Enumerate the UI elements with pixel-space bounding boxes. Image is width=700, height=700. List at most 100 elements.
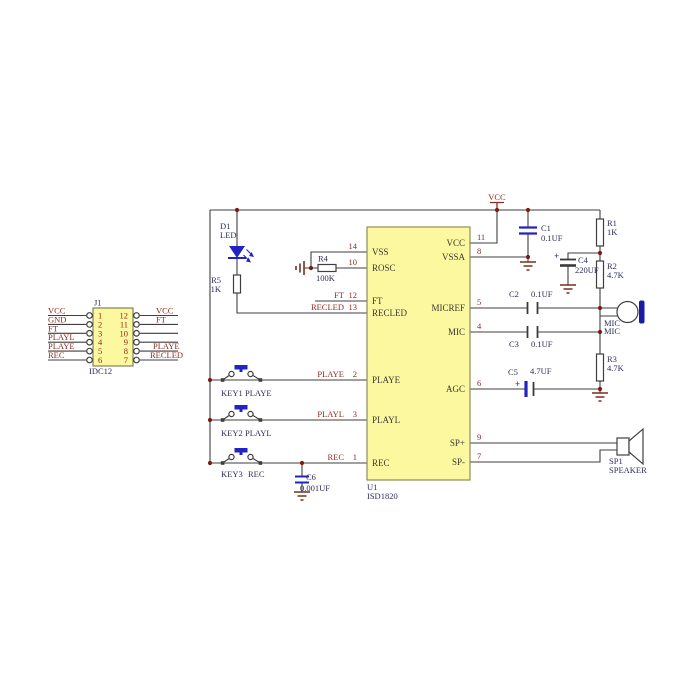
connector-part: IDC12 <box>89 366 112 376</box>
resistor-value: 4.7K <box>607 363 625 373</box>
net-label: RECLED <box>311 302 344 312</box>
led-ref: D1 <box>220 221 230 231</box>
net-label: PLAYE <box>48 341 75 351</box>
button-value: REC <box>248 469 265 479</box>
ic-pin-name: ROSC <box>372 263 396 273</box>
ic-pin-number: 10 <box>349 257 358 267</box>
mic-element <box>639 300 645 324</box>
net-label: PLAYL <box>317 409 344 419</box>
connector-pin-number: 3 <box>98 328 102 338</box>
mic-ref: MIC <box>604 318 620 328</box>
ic-pin-number: 2 <box>353 369 357 379</box>
connector-pin-number: 8 <box>124 346 128 356</box>
capacitor-ref: C5 <box>508 367 518 377</box>
ic-pin-number: 7 <box>477 451 481 461</box>
connector-j1: J1 IDC12 VCC GND FT PLAYL PLAYE REC 1 2 … <box>48 298 183 376</box>
button-ref: KEY2 <box>221 428 243 438</box>
microphone-mic: MIC MIC <box>604 300 645 336</box>
mic-value: MIC <box>604 326 620 336</box>
connector-pins <box>48 312 178 364</box>
resistor-r2: R2 4.7K <box>595 260 625 289</box>
ic-pin-number: 11 <box>477 232 485 242</box>
capacitor-ref: C6 <box>306 472 316 482</box>
button-key1: KEY1 PLAYE <box>220 365 272 398</box>
button-cap <box>234 448 248 453</box>
ic-pin-name: SP- <box>452 457 465 467</box>
ic-pin-number: 6 <box>477 378 481 388</box>
resistor-ref: R4 <box>318 254 329 264</box>
resistor-r3: R3 4.7K <box>595 353 625 382</box>
resistor-ref: R1 <box>607 218 617 228</box>
connector-pin-number: 9 <box>124 337 128 347</box>
net-label: FT <box>334 290 345 300</box>
connector-ref: J1 <box>94 298 102 308</box>
capacitor-c5: + C5 4.7UF <box>508 366 552 397</box>
button-value: PLAYE <box>245 388 272 398</box>
ic-pin-name: VCC <box>446 238 465 248</box>
resistor-ref: R5 <box>211 275 221 285</box>
ic-pin-name: SP+ <box>450 438 465 448</box>
connector-pin-number: 2 <box>98 319 102 329</box>
ground-symbol-r3 <box>592 392 608 402</box>
resistor-value: 100K <box>316 273 336 283</box>
ic-pin-name: VSSA <box>442 252 466 262</box>
junction-dots <box>207 207 603 466</box>
ic-pin-name: MICREF <box>431 303 465 313</box>
button-ref: KEY1 <box>221 388 243 398</box>
net-label: VCC <box>48 306 66 316</box>
connector-pin-number: 4 <box>98 337 103 347</box>
ground-symbol-rosc <box>295 261 305 275</box>
connector-pin-number: 11 <box>120 319 128 329</box>
net-label: GND <box>48 314 66 324</box>
speaker-ref: SP1 <box>609 456 623 466</box>
net-label: VCC <box>156 306 174 316</box>
vcc-label: VCC <box>488 192 506 202</box>
resistor-r5: R5 1K <box>211 274 242 294</box>
ic-body <box>366 226 471 481</box>
capacitor-c2: C2 0.1UF <box>509 289 553 314</box>
ground-symbol-vssa <box>520 261 536 271</box>
connector-pin-number: 1 <box>98 311 102 321</box>
ic-pin-name: AGC <box>446 384 465 394</box>
ic-pin-name: REC <box>372 458 390 468</box>
capacitor-c1: C1 0.1UF <box>519 223 563 243</box>
connector-body <box>92 307 134 367</box>
connector-pin-number: 7 <box>124 355 128 365</box>
button-cap <box>234 405 248 410</box>
capacitor-ref: C3 <box>509 339 519 349</box>
polarity-plus: + <box>554 251 559 261</box>
speaker-value: SPEAKER <box>609 465 647 475</box>
ic-part: ISD1820 <box>367 491 398 501</box>
button-key3: KEY3 REC <box>220 448 265 479</box>
capacitor-ref: C2 <box>509 289 519 299</box>
connector-pin-number: 10 <box>120 328 129 338</box>
ic-pin-number: 4 <box>477 321 482 331</box>
resistor-value: 1K <box>607 227 618 237</box>
capacitor-c4: + C4 220UF <box>554 251 599 275</box>
ic-pin-name: PLAYE <box>372 375 401 385</box>
ic-pin-name: FT <box>372 296 383 306</box>
resistor-r1: R1 1K <box>595 218 618 247</box>
capacitor-value: 0.1UF <box>531 289 553 299</box>
led-value: LED <box>220 230 237 240</box>
capacitor-value: 0.1UF <box>531 339 553 349</box>
button-value: PLAYL <box>245 428 272 438</box>
resistor-ref: R2 <box>607 261 617 271</box>
connector-pin-number: 6 <box>98 355 102 365</box>
ic-pin-number: 13 <box>349 302 358 312</box>
capacitor-value: 0.001UF <box>300 483 330 493</box>
net-label: REC <box>48 350 65 360</box>
capacitor-ref: C1 <box>541 223 551 233</box>
net-label: PLAYE <box>317 369 344 379</box>
ic-pin-number: 9 <box>477 432 481 442</box>
resistor-value: 1K <box>211 284 222 294</box>
speaker-sp1: SP1 SPEAKER <box>609 427 647 475</box>
capacitor-value: 220UF <box>575 265 599 275</box>
wires <box>209 209 618 492</box>
ground-symbol-c6 <box>294 491 310 501</box>
ic-ref: U1 <box>367 482 377 492</box>
ic-pin-number: 5 <box>477 297 481 307</box>
net-label: FT <box>156 314 167 324</box>
net-label: FT <box>48 323 59 333</box>
capacitor-value: 4.7UF <box>530 366 552 376</box>
